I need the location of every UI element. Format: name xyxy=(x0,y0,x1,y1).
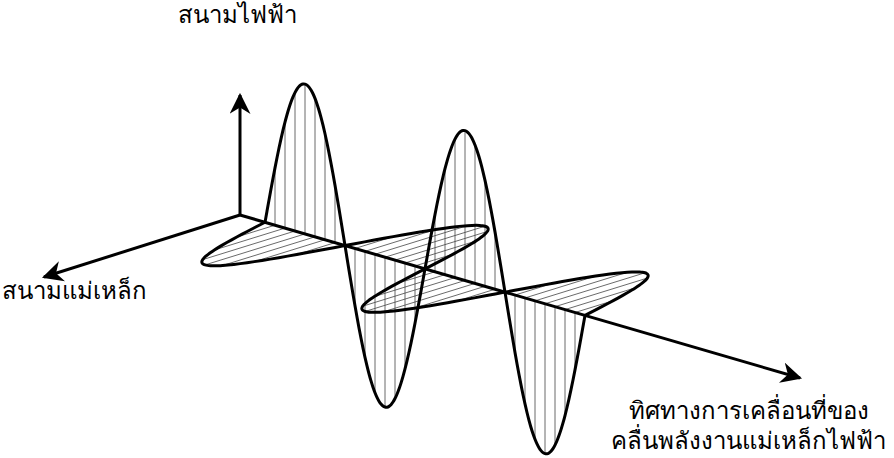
electric-vector xyxy=(525,298,526,404)
magnetic-vector xyxy=(363,278,455,307)
electric-wave xyxy=(265,84,585,454)
electric-vector xyxy=(475,145,476,284)
magnetic-vector xyxy=(383,283,475,312)
electric-vector xyxy=(455,139,456,278)
electric-field-label: สนามไฟฟ้า xyxy=(178,0,297,30)
magnetic-vector xyxy=(203,231,295,260)
electric-vector xyxy=(545,304,546,454)
electric-vector xyxy=(295,92,296,231)
magnetic-vector xyxy=(395,231,487,260)
propagation-axis xyxy=(240,215,800,378)
propagation-label: ทิศทางการเคลื่อนที่ของ คลื่นพลังงานแม่เห… xyxy=(609,396,888,456)
electric-vector xyxy=(305,84,306,234)
electric-vector xyxy=(385,257,386,407)
electric-vector xyxy=(565,310,566,416)
electric-vector xyxy=(555,307,556,446)
electric-vector xyxy=(325,134,326,240)
electric-vector xyxy=(535,301,536,440)
field-vectors xyxy=(203,84,648,454)
magnetic-vector xyxy=(555,278,647,307)
electric-vector xyxy=(465,130,466,280)
magnetic-vector xyxy=(535,272,627,301)
magnetic-vector xyxy=(223,237,315,266)
magnetic-axis xyxy=(44,215,240,277)
magnetic-field-label: สนามแม่เหล็ก xyxy=(2,276,147,306)
electric-vector xyxy=(375,254,376,393)
electric-vector xyxy=(285,122,286,228)
electric-axis xyxy=(239,95,242,215)
electric-vector xyxy=(395,260,396,399)
electric-vector xyxy=(315,98,316,237)
magnetic-vector xyxy=(375,226,467,255)
